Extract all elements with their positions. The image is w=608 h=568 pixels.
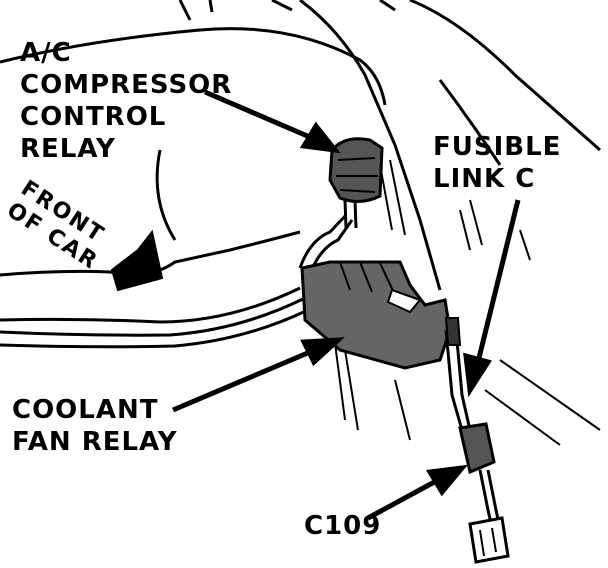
ac-label-line: COMPRESSOR — [20, 70, 233, 100]
ac-label-line: CONTROL — [20, 102, 167, 132]
ac-compressor-relay-label: A/C COMPRESSOR CONTROL RELAY — [20, 37, 232, 165]
fusible-label-line: LINK C — [433, 164, 536, 194]
coolant-label-line: COOLANT — [12, 395, 159, 425]
ac-label-line: A/C — [20, 38, 72, 68]
leader-arrows — [172, 89, 521, 521]
body-outline — [0, 0, 601, 291]
c109-connector-label: C109 — [304, 511, 382, 541]
coolant-label-line: FAN RELAY — [12, 427, 178, 457]
coolant-fan-relay-label: COOLANT FAN RELAY — [12, 394, 178, 458]
front-of-car-arrow — [110, 229, 164, 292]
wiring-harness — [0, 199, 358, 349]
ac-relay-shape — [328, 137, 384, 203]
fusible-link-label: FUSIBLE LINK C — [433, 131, 561, 195]
c109-connector-shape — [444, 317, 510, 564]
ac-label-line: RELAY — [20, 134, 116, 164]
fusible-label-line: FUSIBLE — [433, 132, 562, 162]
